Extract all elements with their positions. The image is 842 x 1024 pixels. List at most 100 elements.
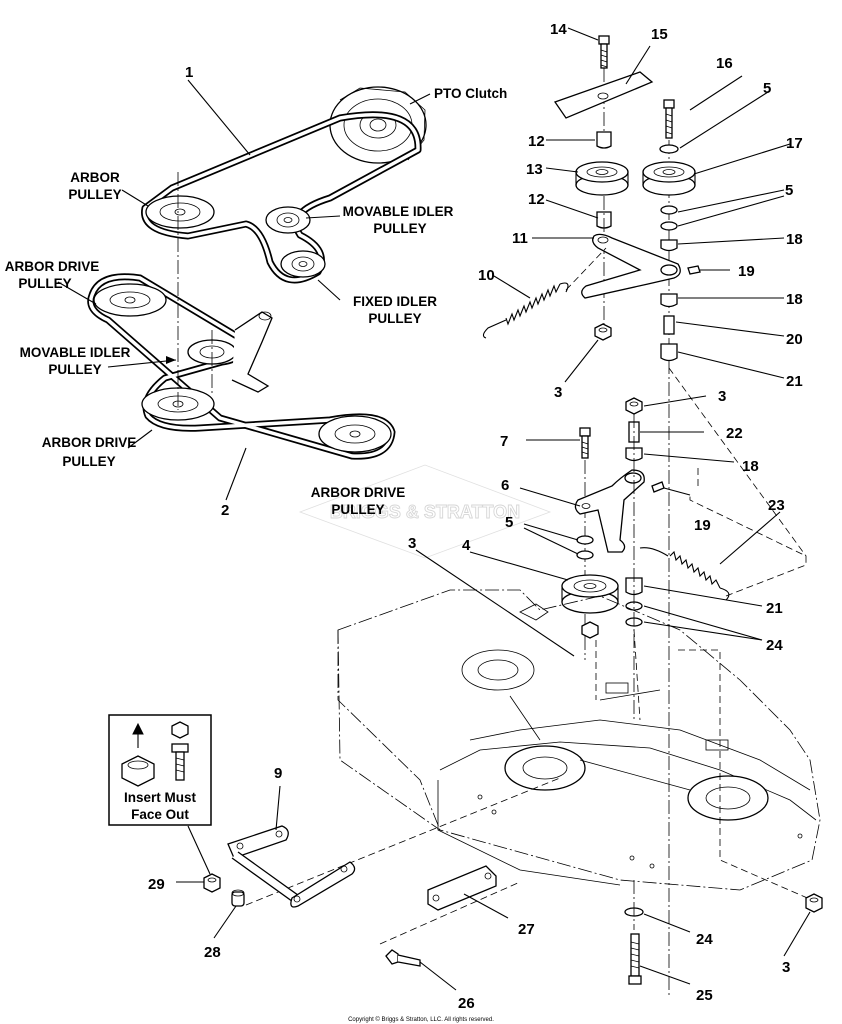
part-number-labels: 1 2 3 3 3 3 4 5 5 5 6 7 9 10 11 12 12 13…	[148, 21, 803, 1012]
part-label-9: 9	[274, 765, 282, 782]
watermark-text: BRIGGS & STRATTON	[330, 502, 520, 522]
part-label-5b: 5	[785, 182, 793, 199]
part-label-19a: 19	[738, 263, 755, 280]
part-label-11: 11	[512, 230, 528, 247]
part-label-16: 16	[716, 55, 733, 72]
label-pto-clutch: PTO Clutch	[434, 86, 507, 101]
inset-text-line-1: Insert Must	[124, 790, 197, 805]
pulley-17	[642, 161, 696, 196]
locknut-insert-icon	[121, 722, 155, 787]
pulley-13	[575, 161, 629, 196]
spindle-housing-left	[461, 649, 535, 691]
label-arbor-drive-mid-1: ARBOR DRIVE	[311, 485, 406, 500]
part-label-1: 1	[185, 64, 193, 81]
label-movable-idler-top-1: MOVABLE IDLER	[343, 204, 454, 219]
part-label-24a: 24	[766, 637, 783, 654]
part-label-7: 7	[500, 433, 508, 450]
label-movable-idler-left-1: MOVABLE IDLER	[20, 345, 131, 360]
washer-5-d	[576, 550, 594, 560]
bushing-18-middle	[660, 293, 678, 308]
grease-fitting-19-lower	[651, 481, 665, 493]
idler-arm-11	[581, 233, 681, 299]
label-arbor-pulley-1: ARBOR	[70, 170, 120, 185]
bolt-14	[598, 35, 610, 69]
part-label-4: 4	[462, 537, 471, 554]
label-movable-idler-left-2: PULLEY	[48, 362, 101, 377]
nut-3-upper	[594, 323, 612, 341]
bolt-7	[579, 427, 591, 459]
bolt-25	[628, 933, 642, 985]
bracket-9	[227, 825, 356, 908]
fixed-idler-pulley	[280, 250, 326, 278]
part-label-10: 10	[478, 267, 495, 284]
part-label-14: 14	[550, 21, 567, 38]
pulley-4	[561, 574, 619, 614]
middle-idler-stack	[561, 397, 807, 720]
bushing-18-upper	[660, 239, 678, 252]
copyright-notice: Copyright © Briggs & Stratton, LLC. All …	[348, 1016, 494, 1023]
part-label-19b: 19	[694, 517, 711, 534]
lower-belt-assembly	[87, 273, 396, 460]
part-label-17: 17	[786, 135, 803, 152]
arbor-drive-pulley-right	[318, 415, 392, 453]
part-label-13: 13	[526, 161, 543, 178]
part-label-15: 15	[651, 26, 668, 43]
spacer-28	[231, 889, 245, 907]
part-label-3b: 3	[718, 388, 726, 405]
spacer-12-upper	[596, 131, 612, 149]
idler-arm-6	[574, 469, 645, 553]
part-label-20: 20	[786, 331, 803, 348]
part-label-12b: 12	[528, 191, 545, 208]
label-arbor-drive-bottom-1: ARBOR DRIVE	[42, 435, 137, 450]
inset-text-line-2: Face Out	[131, 807, 189, 822]
part-label-21b: 21	[766, 600, 783, 617]
label-movable-idler-top-2: PULLEY	[373, 221, 426, 236]
plate-15	[553, 71, 654, 119]
part-label-3d: 3	[782, 959, 790, 976]
spacer-20	[663, 315, 675, 335]
spindle-housing-center	[504, 745, 586, 791]
part-label-25: 25	[696, 987, 713, 1004]
nut-3-bottom	[805, 893, 823, 913]
part-label-6: 6	[501, 477, 509, 494]
part-label-23: 23	[768, 497, 785, 514]
label-arbor-drive-left-1: ARBOR DRIVE	[5, 259, 100, 274]
spring-23	[639, 547, 730, 601]
label-arbor-pulley-2: PULLEY	[68, 187, 121, 202]
washer-5-c	[576, 535, 594, 545]
bracket-27	[427, 865, 497, 911]
label-fixed-idler-2: PULLEY	[368, 311, 421, 326]
upper-idler-stack	[482, 35, 701, 995]
pointer-arrow	[166, 356, 176, 364]
leader-lines	[57, 27, 811, 991]
part-label-18b: 18	[786, 291, 803, 308]
movable-idler-pulley-left	[187, 311, 273, 393]
label-arbor-drive-left-2: PULLEY	[18, 276, 71, 291]
part-label-3a: 3	[554, 384, 562, 401]
spacer-21-upper	[660, 343, 678, 362]
part-label-29: 29	[148, 876, 165, 893]
grease-fitting-19-upper	[687, 265, 701, 275]
part-label-26: 26	[458, 995, 475, 1012]
part-label-12a: 12	[528, 133, 545, 150]
washer-5-top	[659, 144, 679, 154]
mower-deck	[337, 589, 821, 891]
label-arbor-drive-bottom-2: PULLEY	[62, 454, 115, 469]
part-label-21a: 21	[786, 373, 803, 390]
part-label-3c: 3	[408, 535, 416, 552]
upper-belt-assembly	[141, 86, 427, 284]
insert-note-inset: Insert Must Face Out	[108, 714, 212, 826]
part-label-18a: 18	[786, 231, 803, 248]
label-fixed-idler-1: FIXED IDLER	[353, 294, 437, 309]
arbor-drive-pulley-left	[93, 283, 167, 317]
bolt-16	[663, 99, 675, 139]
washer-5-b	[660, 221, 678, 231]
part-label-18c: 18	[742, 458, 759, 475]
part-label-2: 2	[221, 502, 229, 519]
arbor-pulley-top	[145, 195, 215, 229]
label-arbor-drive-mid-2: PULLEY	[331, 502, 384, 517]
bolt-insert-icon	[171, 721, 189, 781]
nut-3-lower-pulley	[581, 621, 599, 639]
bolt-26	[385, 949, 421, 967]
